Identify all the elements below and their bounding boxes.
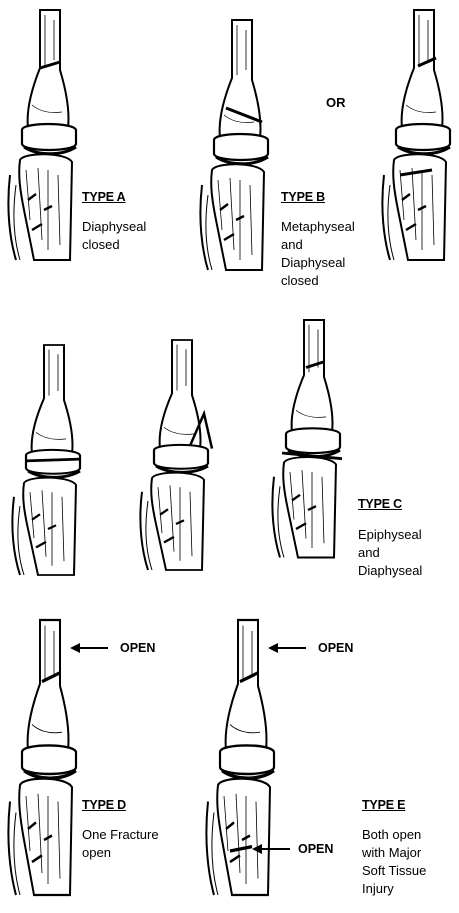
bone-illustration-type-d [8, 620, 76, 895]
type-e-label: TYPE E [362, 796, 405, 814]
open-label-e-lower: OPEN [298, 840, 333, 858]
bone-illustration-type-c-2 [140, 340, 212, 570]
bone-illustration-type-b-2 [382, 10, 450, 260]
type-d-description: One Fracture open [82, 826, 159, 862]
open-arrow-d [70, 643, 108, 653]
open-label-e-upper: OPEN [318, 639, 353, 657]
type-a-description: Diaphyseal closed [82, 218, 146, 254]
type-b-description: Metaphyseal and Diaphyseal closed [281, 218, 355, 290]
type-c-label: TYPE C [358, 495, 402, 513]
open-arrow-e-upper [268, 643, 306, 653]
open-label-d: OPEN [120, 639, 155, 657]
bone-illustration-type-a [8, 10, 76, 260]
bone-illustration-type-b-1 [200, 20, 268, 270]
type-b-label: TYPE B [281, 188, 325, 206]
or-label: OR [326, 94, 346, 112]
type-d-label: TYPE D [82, 796, 126, 814]
bone-illustration-type-c-1 [12, 345, 80, 575]
type-c-description: Epiphyseal and Diaphyseal [358, 526, 422, 580]
fracture-line [26, 459, 80, 461]
type-e-description: Both open with Major Soft Tissue Injury [362, 826, 426, 898]
type-a-label: TYPE A [82, 188, 125, 206]
bone-illustration-type-c-3 [272, 320, 342, 558]
bone-illustration-type-e [206, 620, 274, 895]
